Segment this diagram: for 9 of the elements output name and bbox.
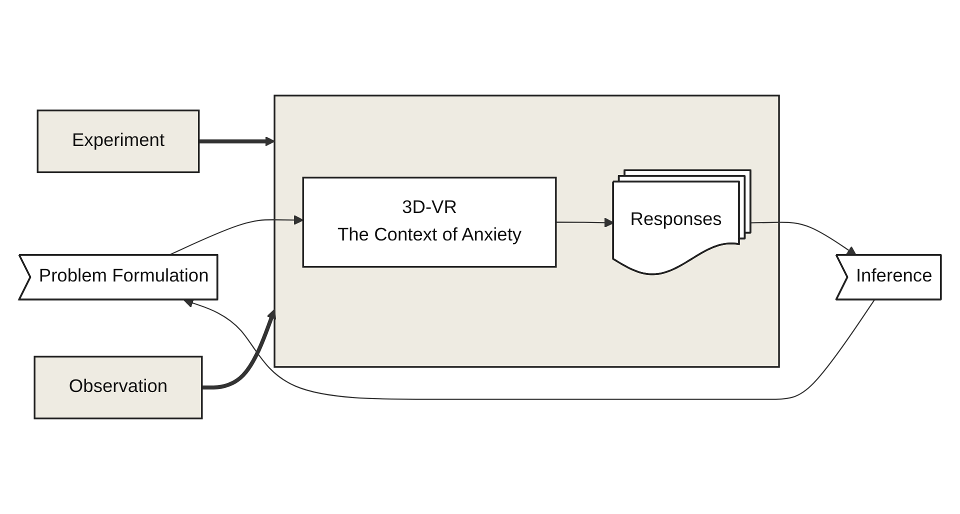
- node-box: Experiment: [36, 110, 200, 174]
- node-box: 3D-VR The Context of Anxiety: [302, 176, 557, 268]
- arrow: [202, 309, 276, 390]
- arrow: [750, 222, 857, 256]
- arrow: [556, 218, 614, 228]
- arrow: [183, 298, 875, 400]
- arrow: [198, 136, 275, 146]
- cluster: [274, 94, 780, 368]
- node-box: Observation: [34, 356, 203, 420]
